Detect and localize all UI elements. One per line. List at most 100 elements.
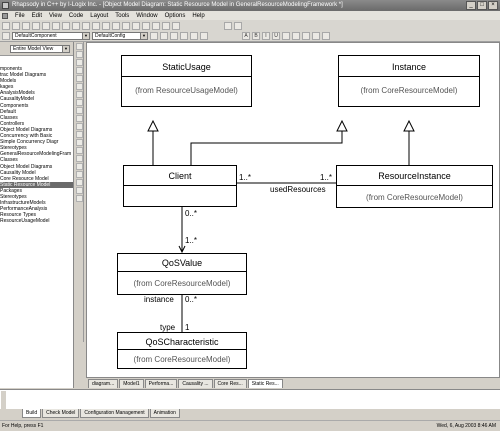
class-static-usage[interactable]: StaticUsage (from ResourceUsageModel) — [121, 55, 252, 107]
fill-color-icon[interactable] — [322, 32, 330, 40]
tree-item[interactable]: CausalityModel — [0, 96, 35, 103]
tree-item[interactable]: Causality Model — [0, 169, 36, 176]
menu-layout[interactable]: Layout — [90, 12, 109, 19]
open-icon[interactable] — [12, 22, 20, 30]
browser-view-select[interactable]: Entire Model View ▼ — [10, 45, 70, 53]
diagram-canvas[interactable]: StaticUsage (from ResourceUsageModel) In… — [86, 42, 500, 378]
dock-grip[interactable] — [1, 391, 6, 409]
constraint-tool-icon[interactable] — [76, 179, 83, 186]
select-tool-icon[interactable] — [76, 43, 83, 50]
print-icon[interactable] — [82, 22, 90, 30]
menu-tools[interactable]: Tools — [115, 12, 130, 19]
generalization-line[interactable] — [190, 129, 343, 168]
diagram-tab[interactable]: Model1 — [119, 379, 144, 388]
output-tab[interactable]: Animation — [149, 409, 180, 418]
debug-icon[interactable] — [180, 32, 188, 40]
anchor-tool-icon[interactable] — [76, 195, 83, 202]
browser-icon[interactable] — [102, 22, 110, 30]
class-qos-value[interactable]: QoSValue (from CoreResourceModel) — [117, 253, 247, 295]
configuration-select[interactable]: DefaultConfig ▼ — [92, 32, 148, 40]
tree-item[interactable]: Classes — [0, 157, 18, 164]
tree-item[interactable]: Object Model Diagrams — [0, 163, 53, 170]
actor-tool-icon[interactable] — [76, 139, 83, 146]
diagram-tab[interactable]: Static Res... — [247, 379, 283, 388]
chevron-down-icon[interactable]: ▼ — [62, 46, 69, 52]
output-window[interactable] — [0, 389, 500, 409]
port-tool-icon[interactable] — [76, 163, 83, 170]
menu-view[interactable]: View — [49, 12, 62, 19]
line-color-icon[interactable] — [312, 32, 320, 40]
tree-item[interactable]: Components — [0, 102, 29, 109]
tree-item[interactable]: Stereotypes — [0, 193, 27, 200]
help-icon[interactable] — [172, 22, 180, 30]
make-icon[interactable] — [160, 32, 168, 40]
zoom-in-icon[interactable] — [224, 22, 232, 30]
diagram-tab[interactable]: Causality ... — [178, 379, 213, 388]
align-right-icon[interactable] — [302, 32, 310, 40]
redo-icon[interactable] — [72, 22, 80, 30]
directed-association-tool-icon[interactable] — [76, 99, 83, 106]
align-center-icon[interactable] — [292, 32, 300, 40]
comment-tool-icon[interactable] — [76, 187, 83, 194]
tree-item[interactable]: ResourceUsageModel — [0, 218, 50, 225]
zoom-out-icon[interactable] — [234, 22, 242, 30]
find-icon[interactable] — [92, 22, 100, 30]
chevron-down-icon[interactable]: ▼ — [140, 33, 147, 39]
tree-item[interactable]: Models — [0, 78, 17, 85]
chevron-down-icon[interactable]: ▼ — [82, 33, 89, 39]
dependency-tool-icon[interactable] — [76, 131, 83, 138]
layout-icon[interactable] — [200, 32, 208, 40]
tree-item[interactable]: Controllers — [0, 120, 25, 127]
tree-item[interactable]: Classes — [0, 114, 18, 121]
generate-code-icon[interactable] — [122, 22, 130, 30]
class-qos-characteristic[interactable]: QoSCharacteristic (from CoreResourceMode… — [117, 332, 247, 369]
tree-item[interactable]: trac Model Diagrams — [0, 72, 47, 79]
class-client[interactable]: Client — [123, 165, 237, 207]
copy-icon[interactable] — [42, 22, 50, 30]
paste-icon[interactable] — [52, 22, 60, 30]
italic-icon[interactable]: I — [262, 32, 270, 40]
output-tab[interactable]: Configuration Management — [80, 409, 149, 418]
tree-item[interactable]: Simple Concurrency Diagr — [0, 139, 59, 146]
tree-item[interactable]: Concurrency with Basic — [0, 133, 53, 140]
aggregation-tool-icon[interactable] — [76, 107, 83, 114]
underline-icon[interactable]: U — [272, 32, 280, 40]
menu-window[interactable]: Window — [136, 12, 158, 19]
tree-item[interactable]: Packages — [0, 187, 22, 194]
undo-icon[interactable] — [62, 22, 70, 30]
menu-code[interactable]: Code — [68, 12, 84, 19]
run-icon[interactable] — [142, 22, 150, 30]
pointer-icon[interactable] — [2, 32, 10, 40]
document-icon[interactable] — [2, 12, 8, 19]
tree-item[interactable]: Resource Types — [0, 212, 37, 219]
stop-make-icon[interactable] — [190, 32, 198, 40]
class-instance[interactable]: Instance (from CoreResourceModel) — [338, 55, 480, 107]
stop-icon[interactable] — [162, 22, 170, 30]
bold-icon[interactable]: B — [252, 32, 260, 40]
link-tool-icon[interactable] — [76, 123, 83, 130]
maximize-button[interactable]: □ — [477, 1, 487, 10]
build-icon[interactable] — [132, 22, 140, 30]
output-tab[interactable]: Check Model — [42, 409, 80, 418]
cut-icon[interactable] — [32, 22, 40, 30]
tree-item[interactable]: Object Model Diagrams — [0, 126, 53, 133]
tree-item[interactable]: Core Resource Model — [0, 175, 49, 182]
tree-item[interactable]: InfrastructureModels — [0, 200, 46, 207]
settings-icon[interactable] — [150, 32, 158, 40]
minimize-button[interactable]: _ — [466, 1, 476, 10]
association-tool-icon[interactable] — [76, 91, 83, 98]
note-tool-icon[interactable] — [76, 171, 83, 178]
diagram-tab[interactable]: diagram... — [88, 379, 119, 388]
object-tool-icon[interactable] — [76, 59, 83, 66]
component-select[interactable]: DefaultComponent ▼ — [12, 32, 90, 40]
app-icon[interactable] — [2, 2, 9, 9]
menu-file[interactable]: File — [15, 12, 25, 19]
composite-tool-icon[interactable] — [76, 67, 83, 74]
align-left-icon[interactable] — [282, 32, 290, 40]
new-icon[interactable] — [2, 22, 10, 30]
tree-item[interactable]: Stereotypes — [0, 145, 27, 152]
font-icon[interactable]: A — [242, 32, 250, 40]
tree-item[interactable]: mponents — [0, 66, 22, 72]
diagram-tab[interactable]: Performa... — [144, 379, 178, 388]
class-resource-instance[interactable]: ResourceInstance (from CoreResourceModel… — [336, 165, 493, 208]
